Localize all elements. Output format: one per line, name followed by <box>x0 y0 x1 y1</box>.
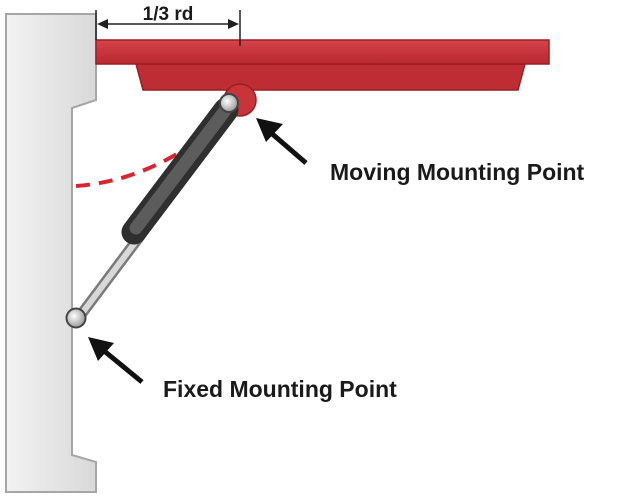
lid-top-board <box>95 39 550 65</box>
moving-point-arrowhead <box>256 118 283 142</box>
moving-point-label: Moving Mounting Point <box>330 159 585 185</box>
strut-cylinder-highlight <box>129 105 231 235</box>
lid <box>95 39 550 91</box>
fixed-mount-joint <box>65 307 87 329</box>
dimension-arrowhead-left <box>97 19 108 29</box>
dimension-marker: 1/3 rd <box>95 4 241 46</box>
fixed-point-arrowhead <box>88 337 114 361</box>
moving-point-arrow-shaft <box>268 130 308 165</box>
moving-mount-joint <box>219 93 239 113</box>
cabinet-wall <box>5 13 97 493</box>
fixed-point-callout: Fixed Mounting Point <box>88 337 397 402</box>
dimension-arrowhead-right <box>228 19 239 29</box>
lid-underside <box>135 63 526 91</box>
fixed-point-label: Fixed Mounting Point <box>163 376 397 402</box>
moving-point-callout: Moving Mounting Point <box>256 118 585 185</box>
dimension-label: 1/3 rd <box>143 4 194 25</box>
fixed-point-arrow-shaft <box>101 348 144 384</box>
strut-rod-highlight <box>77 233 143 319</box>
